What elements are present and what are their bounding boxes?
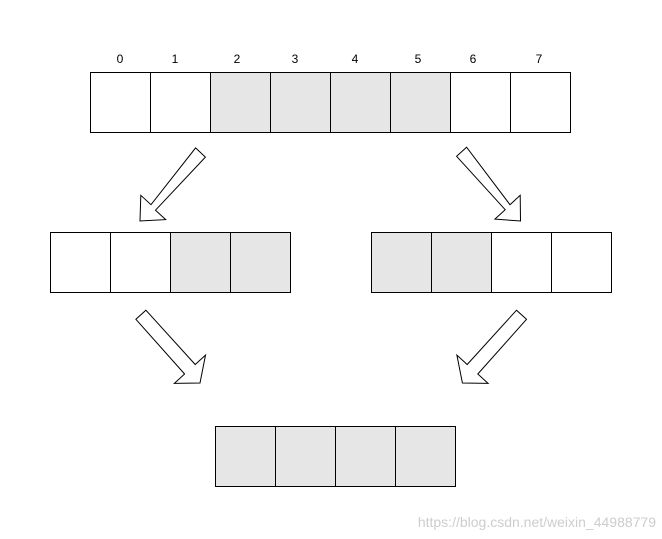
array-cell — [491, 232, 552, 293]
array-cell — [450, 72, 511, 133]
index-label: 4 — [351, 52, 359, 66]
index-label: 3 — [291, 52, 299, 66]
arrow-left-to-bottom — [135, 309, 207, 384]
array-cell — [275, 426, 336, 487]
array-cell — [390, 72, 451, 133]
index-label: 7 — [535, 52, 543, 66]
array-cell — [110, 232, 171, 293]
index-label: 0 — [116, 52, 124, 66]
arrow-top-to-right — [455, 146, 522, 222]
array-cell — [431, 232, 492, 293]
array-cell — [150, 72, 211, 133]
array-cell — [215, 426, 276, 487]
array-cell — [395, 426, 456, 487]
arrow-right-to-bottom — [456, 309, 528, 384]
array-cell — [230, 232, 291, 293]
index-label: 5 — [414, 52, 422, 66]
index-label: 6 — [469, 52, 477, 66]
index-label: 2 — [233, 52, 241, 66]
index-label: 1 — [171, 52, 179, 66]
watermark-text: https://blog.csdn.net/weixin_44988779 — [417, 514, 656, 530]
array-cell — [210, 72, 271, 133]
array-cell — [551, 232, 612, 293]
array-cell — [270, 72, 331, 133]
array-cell — [510, 72, 571, 133]
array-cell — [330, 72, 391, 133]
arrow-top-to-left — [139, 147, 207, 222]
